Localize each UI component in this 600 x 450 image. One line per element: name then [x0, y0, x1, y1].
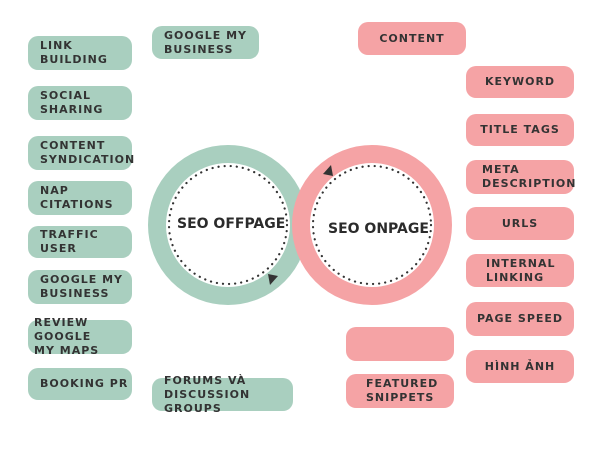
onpage-item-urls: URLS — [466, 207, 574, 240]
offpage-item-google-my-business: GOOGLE MY BUSINESS — [28, 270, 132, 304]
onpage-ring — [292, 145, 452, 305]
onpage-item-content: CONTENT — [358, 22, 466, 55]
offpage-item-content-syndication: CONTENT SYNDICATION — [28, 136, 134, 170]
onpage-dotted-path — [311, 164, 433, 286]
offpage-item-google-my-business-top: GOOGLE MY BUSINESS — [152, 26, 259, 59]
offpage-item-booking-pr: BOOKING PR — [28, 368, 132, 400]
onpage-blank-box — [346, 327, 454, 361]
onpage-item-internal-linking: INTERNAL LINKING — [466, 254, 574, 287]
seo-offpage-label: SEO OFFPAGE — [177, 216, 286, 232]
offpage-arrow-icon — [268, 274, 278, 285]
onpage-arrow-icon — [323, 165, 333, 176]
offpage-dotted-path — [167, 164, 289, 286]
onpage-item-keyword: KEYWORD — [466, 66, 574, 98]
onpage-item-meta-description: META DESCRIPTION — [466, 160, 575, 194]
offpage-item-link-building: LINK BUILDING — [28, 36, 132, 70]
offpage-item-nap-citations: NAP CITATIONS — [28, 181, 132, 215]
offpage-item-traffic-user: TRAFFIC USER — [28, 226, 132, 258]
offpage-item-review-google-my-maps: REVIEW GOOGLE MY MAPS — [28, 316, 132, 357]
onpage-item-title-tags: TITLE TAGS — [466, 114, 574, 146]
seo-onpage-label: SEO ONPAGE — [328, 221, 429, 237]
onpage-item-page-speed: PAGE SPEED — [466, 302, 574, 336]
offpage-item-social-sharing: SOCIAL SHARING — [28, 86, 132, 120]
onpage-item-featured-snippets: FEATURED SNIPPETS — [346, 374, 454, 408]
offpage-item-forums: FORUMS VÀ DISCUSSION GROUPS — [152, 374, 293, 415]
onpage-item-hinh-anh: HÌNH ẢNH — [466, 350, 574, 383]
